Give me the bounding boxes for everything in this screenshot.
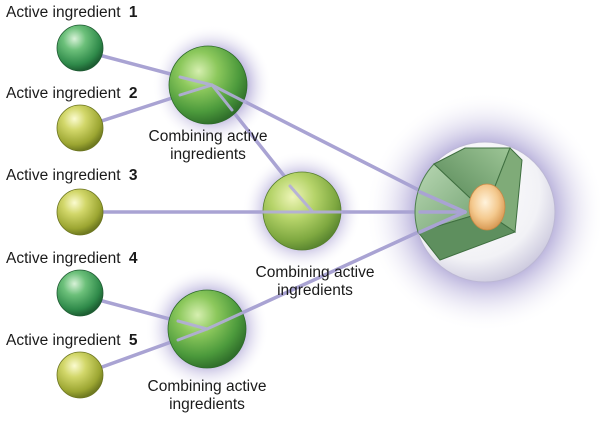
capsule-entry-top [418, 190, 467, 214]
ingredient-label-4-prefix: Active ingredient [6, 250, 121, 267]
capsule-entry-bot [418, 210, 467, 234]
ingredient-label-5-number: 5 [128, 332, 138, 349]
capsule-core [468, 183, 506, 231]
capsule-cutaway [414, 163, 486, 233]
ingredient-label-4-number: 4 [128, 250, 138, 267]
combining-label-1-line1: Combining active [148, 128, 268, 145]
ingredient-label-5: Active ingredient 5 [6, 332, 138, 350]
ingredient-label-2-number: 2 [128, 85, 138, 102]
overlay-line-comb3-c [205, 311, 244, 331]
ingredient-label-2: Active ingredient 2 [6, 85, 138, 103]
ingredient-label-3: Active ingredient 3 [6, 167, 138, 185]
overlay-line-comb1-out [178, 75, 214, 87]
capsule-entry-lines [418, 190, 467, 234]
combining-label-1-line2: ingredients [170, 146, 246, 163]
ingredient-label-3-number: 3 [128, 167, 138, 184]
combining-label-1: Combining active ingredients [123, 128, 293, 164]
ingredient-sphere-2 [56, 104, 104, 152]
overlay-line-comb3-b [176, 327, 209, 342]
overlay-line-comb1-comb2 [210, 83, 234, 112]
capsule [414, 141, 556, 283]
ingredient-label-3-prefix: Active ingredient [6, 167, 121, 184]
ingredient-label-1: Active ingredient 1 [6, 4, 138, 22]
ingredient-label-2-prefix: Active ingredient [6, 85, 121, 102]
combining-label-2-line2: ingredients [277, 282, 353, 299]
combining-label-2-line1: Combining active [255, 264, 375, 281]
ingredient-label-1-number: 1 [128, 4, 138, 21]
ingredient-label-4: Active ingredient 4 [6, 250, 138, 268]
overlay-line-comb2-a [288, 184, 314, 213]
combining-label-3: Combining active ingredients [122, 378, 292, 414]
ingredient-sphere-1 [56, 24, 104, 72]
overlay-line-comb1-cap [210, 83, 247, 104]
combining-label-3-line1: Combining active [147, 378, 267, 395]
ingredient-label-1-prefix: Active ingredient [6, 4, 121, 21]
overlay-line-comb3-a [176, 319, 209, 331]
overlay-line-comb1-in2 [178, 83, 214, 97]
ingredient-sphere-5 [56, 351, 104, 399]
combining-label-2: Combining active ingredients [230, 264, 400, 300]
overlay-lines [176, 75, 343, 342]
ingredient-spheres [56, 24, 104, 399]
combining-label-3-line2: ingredients [169, 396, 245, 413]
ingredient-label-5-prefix: Active ingredient [6, 332, 121, 349]
ingredient-sphere-4 [56, 269, 104, 317]
ingredient-sphere-3 [56, 188, 104, 236]
